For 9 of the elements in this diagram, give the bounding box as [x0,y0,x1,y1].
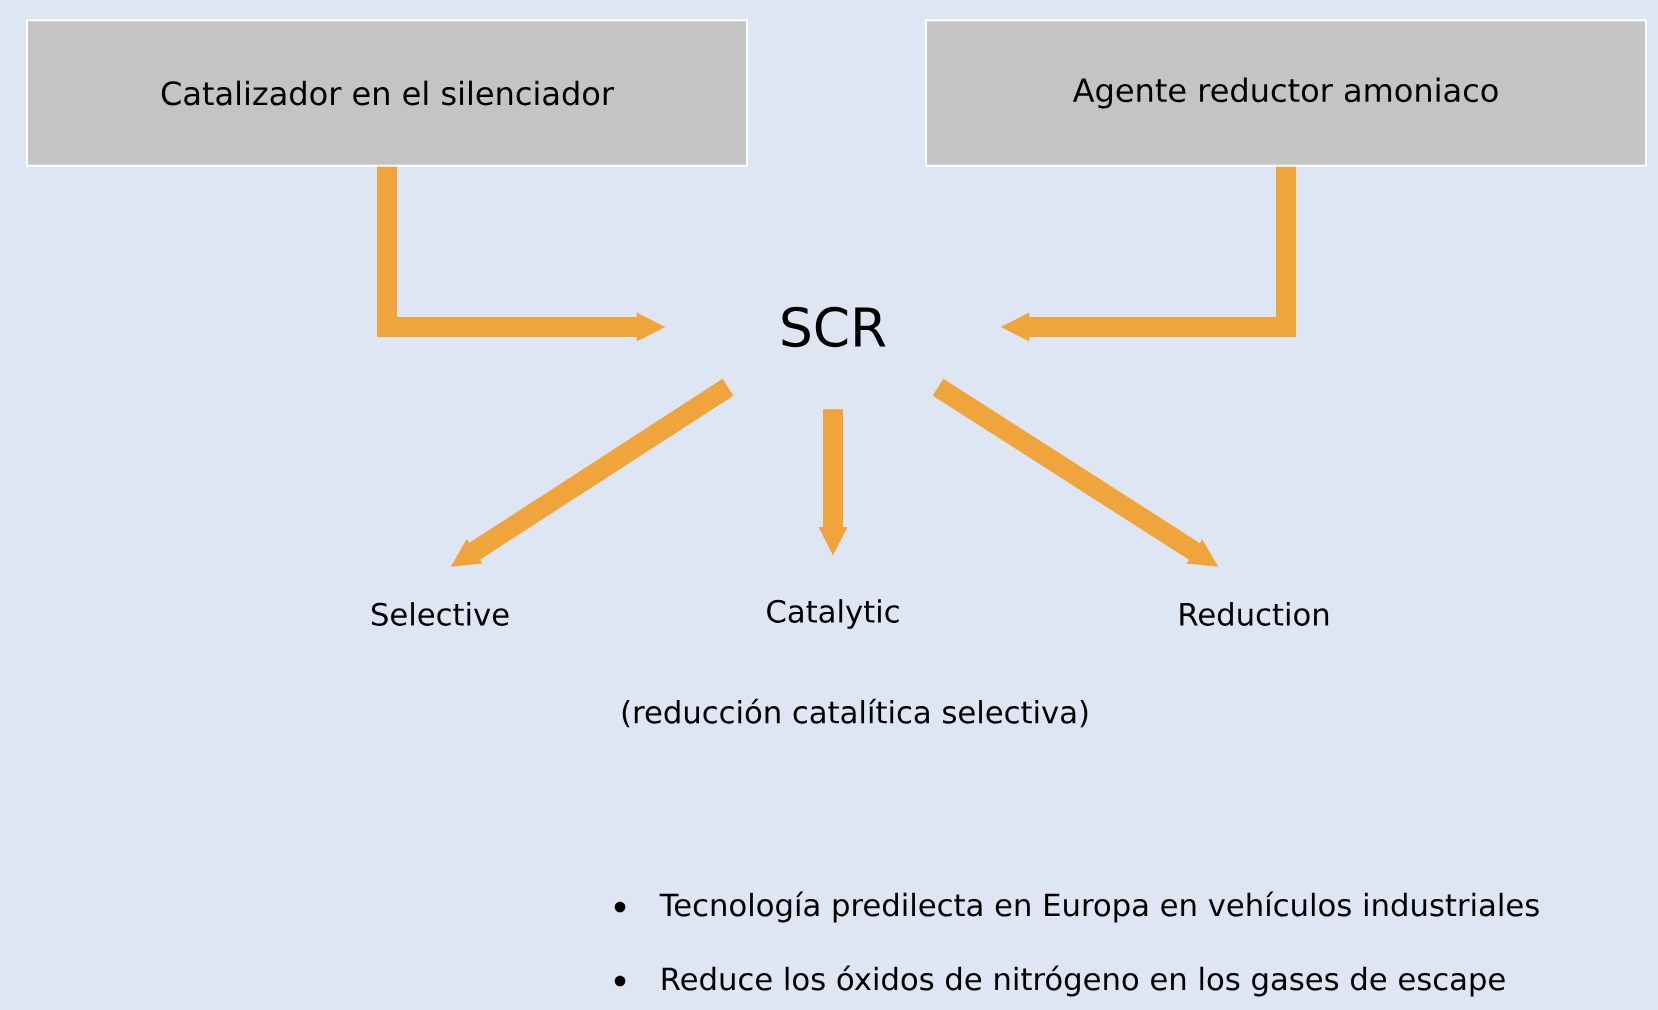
acronym-text: SCR [782,306,886,348]
bullet-item: Reduce los óxidos de nitrógeno en los gases de escape [614,965,1505,997]
bullet-item: Tecnología predilecta en Europa en vehículos industriales [614,891,1539,923]
term-text: Reduction [1180,602,1329,626]
label-box: Catalizador en el silenciador [26,19,748,167]
term-text: Catalytic [767,599,899,629]
label-box: Agente reductor amoniaco [925,19,1647,167]
term-text: Selective [371,602,509,626]
subtitle-text: (reducción catalítica selectiva) [622,698,1088,728]
